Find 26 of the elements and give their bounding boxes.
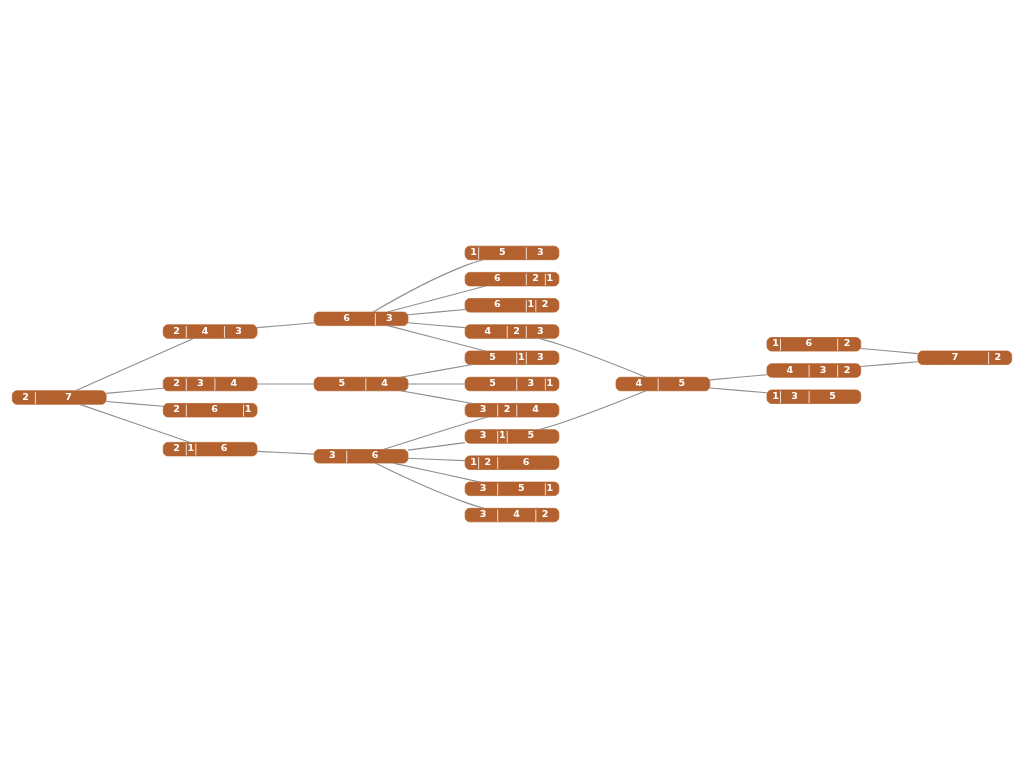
connector [407,442,466,451]
connector [709,387,768,394]
connector [105,387,164,394]
connector [400,364,474,378]
connector [387,285,487,313]
connector [105,400,164,407]
connector [74,337,195,392]
connector [538,337,647,378]
connector [709,374,768,381]
connector [860,361,919,368]
connector [382,416,489,450]
connector [256,322,315,329]
connector [256,383,315,385]
connector [256,450,315,455]
connector [407,457,466,462]
connector [407,383,466,385]
connector [400,390,474,404]
connector [860,347,919,355]
connector [374,462,485,509]
connector [407,309,466,316]
connector [392,462,481,483]
connector [538,390,647,431]
connector [387,325,486,352]
connector [79,403,191,443]
connector [407,322,466,329]
connector [372,259,484,313]
